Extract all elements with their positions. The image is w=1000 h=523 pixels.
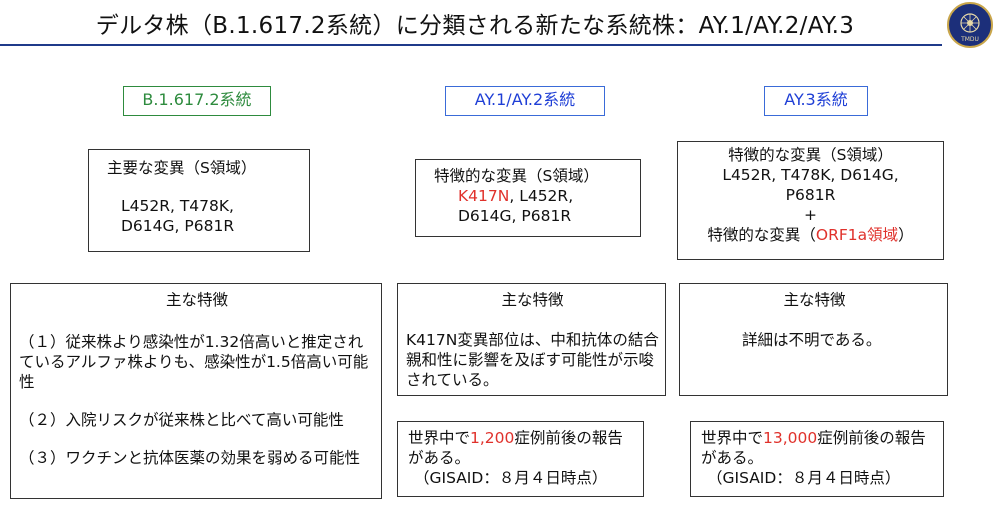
case-count: 1,200 bbox=[470, 429, 515, 447]
feature-item: （３）ワクチンと抗体医薬の効果を弱める可能性 bbox=[19, 449, 361, 467]
mutations-box-ay3: 特徴的な変異（S領域） L452R, T478K, D614G, P681R +… bbox=[677, 141, 944, 260]
title-divider bbox=[0, 44, 942, 46]
lineage-label-ay3: AY.3系統 bbox=[764, 86, 868, 116]
mutations-line: D614G, P681R bbox=[121, 217, 235, 235]
university-logo: TMDU bbox=[947, 2, 993, 48]
mutations-box-ay1-ay2: 特徴的な変異（S領域） K417N, L452R, D614G, P681R bbox=[415, 159, 641, 237]
mutations-box-b16172: 主要な変異（S領域） L452R, T478K, D614G, P681R bbox=[88, 149, 310, 252]
feature-item: 詳細は不明である。 bbox=[742, 331, 882, 349]
feature-item: K417N変異部位は、中和抗体の結合親和性に影響を及ぼす可能性が示唆されている。 bbox=[406, 331, 659, 389]
report-text: 世界中で1,200症例前後の報告がある。 bbox=[408, 429, 623, 467]
mutations-line: K417N, L452R, bbox=[458, 187, 574, 205]
lineage-label-ay1-ay2: AY.1/AY.2系統 bbox=[445, 86, 605, 116]
features-box-ay3: 主な特徴 詳細は不明である。 bbox=[679, 283, 948, 396]
crest-icon bbox=[960, 13, 980, 33]
mutation-highlight: ORF1a領域 bbox=[815, 226, 899, 244]
feature-item: （１）従来株より感染性が1.32倍高いと推定されているアルファ株よりも、感染性が… bbox=[19, 333, 369, 391]
mutations-heading: 主要な変異（S領域） bbox=[107, 159, 257, 177]
mutation-highlight: K417N bbox=[458, 187, 510, 205]
report-source: （GISAID：８月４日時点） bbox=[707, 469, 901, 487]
plus-sign: + bbox=[804, 206, 817, 224]
features-box-ay1-ay2: 主な特徴 K417N変異部位は、中和抗体の結合親和性に影響を及ぼす可能性が示唆さ… bbox=[397, 283, 666, 396]
logo-text: TMDU bbox=[961, 36, 979, 43]
features-heading: 主な特徴 bbox=[501, 291, 564, 309]
case-count: 13,000 bbox=[763, 429, 818, 447]
feature-item: （２）入院リスクが従来株と比べて高い可能性 bbox=[19, 411, 344, 429]
features-heading: 主な特徴 bbox=[165, 291, 228, 309]
features-box-b16172: 主な特徴 （１）従来株より感染性が1.32倍高いと推定されているアルファ株よりも… bbox=[10, 283, 382, 499]
mutations-orf1a: 特徴的な変異（ORF1a領域） bbox=[707, 226, 914, 244]
features-heading: 主な特徴 bbox=[783, 291, 846, 309]
report-box-ay1-ay2: 世界中で1,200症例前後の報告がある。 （GISAID：８月４日時点） bbox=[397, 421, 644, 497]
mutations-line: P681R bbox=[785, 186, 836, 204]
mutations-heading: 特徴的な変異（S領域） bbox=[434, 167, 599, 185]
lineage-label-b16172: B.1.617.2系統 bbox=[123, 86, 271, 116]
mutations-line: D614G, P681R bbox=[458, 207, 572, 225]
report-source: （GISAID：８月４日時点） bbox=[414, 469, 608, 487]
mutations-line: L452R, T478K, D614G, bbox=[722, 166, 899, 184]
report-box-ay3: 世界中で13,000症例前後の報告がある。 （GISAID：８月４日時点） bbox=[690, 421, 944, 497]
report-text: 世界中で13,000症例前後の報告がある。 bbox=[701, 429, 926, 467]
mutations-line: L452R, T478K, bbox=[121, 197, 234, 215]
page-title: デルタ株（B.1.617.2系統）に分類される新たな系統株：AY.1/AY.2/… bbox=[95, 13, 855, 39]
mutations-heading: 特徴的な変異（S領域） bbox=[728, 146, 893, 164]
